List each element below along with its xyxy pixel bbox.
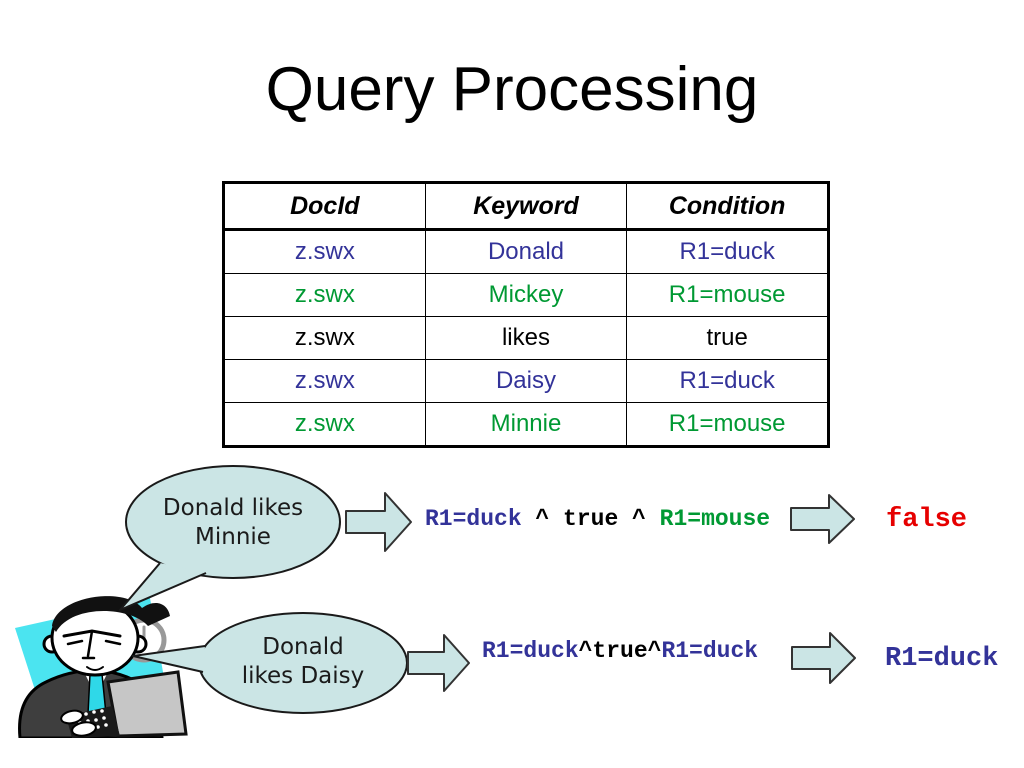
table-cell: z.swx (223, 229, 426, 274)
block-arrow-icon (790, 494, 855, 544)
bubble-text-line: Donald likes (162, 495, 304, 521)
table-cell: true (626, 316, 829, 360)
expression-part: ^ true ^ (521, 506, 660, 532)
block-arrow-icon (791, 632, 856, 684)
bubble-2-text: Donald likes Daisy (198, 633, 408, 691)
head-shape (42, 596, 170, 677)
table-cell: z.swx (223, 402, 426, 447)
table-cell: z.swx (223, 316, 426, 360)
speech-bubble-shape (125, 465, 341, 579)
table-cell: Mickey (424, 273, 628, 317)
table-cell: R1=duck (626, 359, 829, 403)
slide-title: Query Processing (265, 55, 759, 124)
expression-1: R1=duck ^ true ^ R1=mouse (425, 508, 770, 531)
table-header-cell: Condition (626, 182, 829, 230)
block-arrow-icon (345, 492, 412, 552)
block-arrow-icon (407, 634, 470, 692)
table-cell: R1=mouse (626, 273, 829, 317)
bubble-text-line: Donald (262, 634, 344, 660)
bubble-text-line: Minnie (195, 523, 271, 550)
bubble-text-line: likes Daisy (241, 662, 365, 689)
speech-bubble-tail (132, 645, 206, 673)
expression-2: R1=duck^true^R1=duck (482, 640, 758, 663)
bubble-1-text: Donald likes Minnie (128, 494, 338, 552)
table-cell: likes (424, 316, 628, 360)
expression-part: R1=duck (425, 506, 522, 532)
table-header-cell: Keyword (424, 182, 628, 230)
speech-bubble-2 (132, 612, 408, 714)
table-cell: z.swx (223, 359, 426, 403)
table-header-row: DocId Keyword Condition (223, 182, 829, 230)
person-with-laptop-illustration (15, 596, 188, 738)
table-cell: R1=mouse (626, 402, 829, 447)
table-header-cell: DocId (223, 182, 426, 230)
result-r1-duck: R1=duck (885, 644, 999, 674)
result-false: false (886, 505, 968, 535)
speech-bubble-tail (119, 562, 207, 611)
expression-part: R1=duck (661, 638, 759, 664)
table-cell: z.swx (223, 273, 426, 317)
expression-part: R1=duck (482, 638, 579, 664)
expression-part: R1=mouse (659, 506, 771, 532)
hands-shape (60, 709, 97, 737)
table-cell: Donald (424, 229, 628, 274)
table-cell: Minnie (424, 402, 628, 447)
hair-shape (52, 596, 170, 632)
table-cell: R1=duck (626, 229, 829, 274)
speech-bubble-1 (119, 465, 341, 611)
expression-part: ^true^ (578, 638, 662, 664)
table-cell: Daisy (424, 359, 628, 403)
